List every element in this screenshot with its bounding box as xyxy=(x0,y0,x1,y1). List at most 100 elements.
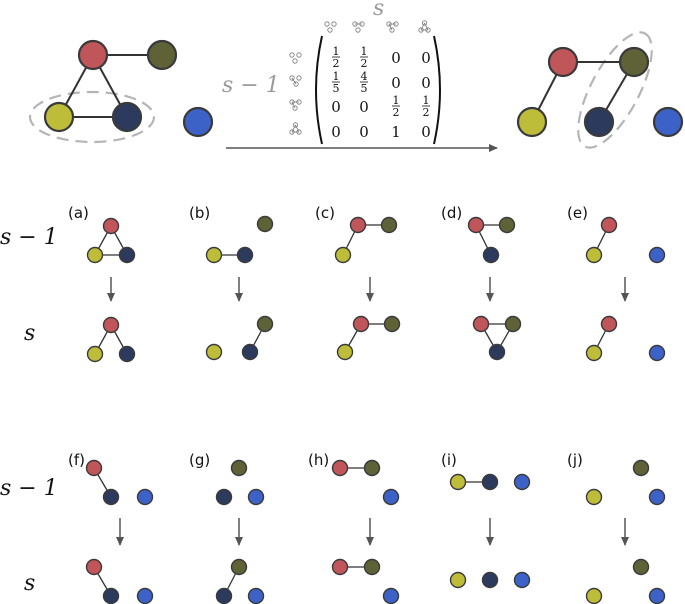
denominator: 2 xyxy=(393,106,400,119)
matrix-left-paren xyxy=(315,35,323,145)
node-blue xyxy=(247,587,265,604)
node-yellow xyxy=(205,343,223,361)
node-olive xyxy=(504,315,522,333)
matrix-cell-r3-c4: 12 xyxy=(422,94,430,119)
node-yellow xyxy=(334,246,352,264)
node-red xyxy=(467,216,485,234)
matrix-cell-r2-c2: 45 xyxy=(360,70,368,95)
column-motif-icons xyxy=(324,20,431,33)
node-blue xyxy=(648,246,666,264)
panel-c: (c) xyxy=(315,204,401,361)
node-yellow xyxy=(205,246,223,264)
panel-f: (f) xyxy=(68,451,154,604)
panel-d: (d) xyxy=(441,204,522,361)
denominator: 2 xyxy=(333,57,340,70)
node-olive xyxy=(146,39,178,71)
top-right-graph xyxy=(516,31,684,149)
matrix-cell-r2-c3: 0 xyxy=(391,74,401,92)
node-yellow xyxy=(516,106,548,138)
node-red xyxy=(331,459,349,477)
panel-label: (f) xyxy=(68,451,85,469)
node-olive xyxy=(230,459,248,477)
node-blue xyxy=(513,571,531,589)
top-left-graph xyxy=(28,39,214,144)
node-navy xyxy=(236,246,254,264)
panel-label: (j) xyxy=(567,451,583,469)
node-navy xyxy=(481,571,499,589)
node-olive xyxy=(230,558,248,576)
matrix-cell-r4-c2: 0 xyxy=(359,123,369,141)
node-navy xyxy=(583,106,615,138)
node-navy xyxy=(488,343,506,361)
matrix-cell-r2-c1: 15 xyxy=(332,70,340,95)
numerator: 1 xyxy=(393,94,400,107)
node-red xyxy=(349,216,367,234)
matrix-cell-r4-c3: 1 xyxy=(391,123,401,141)
row-label-lower-prev: s − 1 xyxy=(0,476,58,501)
s-label-top: s xyxy=(373,0,384,21)
node-olive xyxy=(363,558,381,576)
cell-value: 0 xyxy=(391,49,401,67)
node-olive xyxy=(632,459,650,477)
cell-value: 1 xyxy=(391,123,401,141)
node-navy xyxy=(482,246,500,264)
node-yellow xyxy=(86,246,104,264)
node-red xyxy=(547,46,579,78)
matrix-cell-r1-c2: 12 xyxy=(360,45,368,70)
cell-value: 0 xyxy=(359,123,369,141)
numerator: 1 xyxy=(361,45,368,58)
node-blue xyxy=(247,488,265,506)
matrix-cell-r3-c3: 12 xyxy=(392,94,400,119)
panel-label: (h) xyxy=(308,451,329,469)
node-navy xyxy=(481,473,499,491)
row-label-lower-next: s xyxy=(24,571,35,596)
node-yellow xyxy=(449,571,467,589)
node-navy xyxy=(111,101,143,133)
row-motif-icons xyxy=(289,52,302,135)
node-yellow xyxy=(86,345,104,363)
node-red xyxy=(600,315,618,333)
node-olive xyxy=(256,215,274,233)
denominator: 2 xyxy=(361,57,368,70)
panel-e: (e) xyxy=(567,204,666,362)
node-yellow xyxy=(336,343,354,361)
node-olive xyxy=(498,216,516,234)
cell-value: 0 xyxy=(331,98,341,116)
panel-a: (a) xyxy=(68,204,136,363)
node-blue xyxy=(652,106,684,138)
node-navy xyxy=(102,488,120,506)
panel-g: (g) xyxy=(189,451,265,604)
node-red xyxy=(102,217,120,235)
node-navy xyxy=(241,343,259,361)
node-yellow xyxy=(449,473,467,491)
node-olive xyxy=(632,558,650,576)
row-label-upper-next: s xyxy=(24,321,35,346)
node-blue xyxy=(648,587,666,604)
matrix-cell-r3-c2: 0 xyxy=(359,98,369,116)
denominator: 2 xyxy=(423,106,430,119)
numerator: 1 xyxy=(333,70,340,83)
node-navy xyxy=(118,246,136,264)
numerator: 4 xyxy=(361,70,368,83)
node-olive xyxy=(618,46,650,78)
numerator: 1 xyxy=(333,45,340,58)
panel-i: (i) xyxy=(441,451,531,589)
panel-label: (g) xyxy=(189,451,210,469)
node-olive xyxy=(380,216,398,234)
dashed-ellipse-left xyxy=(28,90,156,144)
node-yellow xyxy=(43,101,75,133)
node-yellow xyxy=(585,587,603,604)
panel-label: (d) xyxy=(441,204,462,222)
node-blue xyxy=(382,488,400,506)
cell-value: 0 xyxy=(421,49,431,67)
node-navy xyxy=(215,488,233,506)
node-blue xyxy=(136,587,154,604)
node-blue xyxy=(182,106,214,138)
node-blue xyxy=(513,473,531,491)
row-label-upper-prev: s − 1 xyxy=(0,225,58,250)
panel-label: (a) xyxy=(68,204,89,222)
node-yellow xyxy=(585,488,603,506)
panel-label: (b) xyxy=(189,204,210,222)
